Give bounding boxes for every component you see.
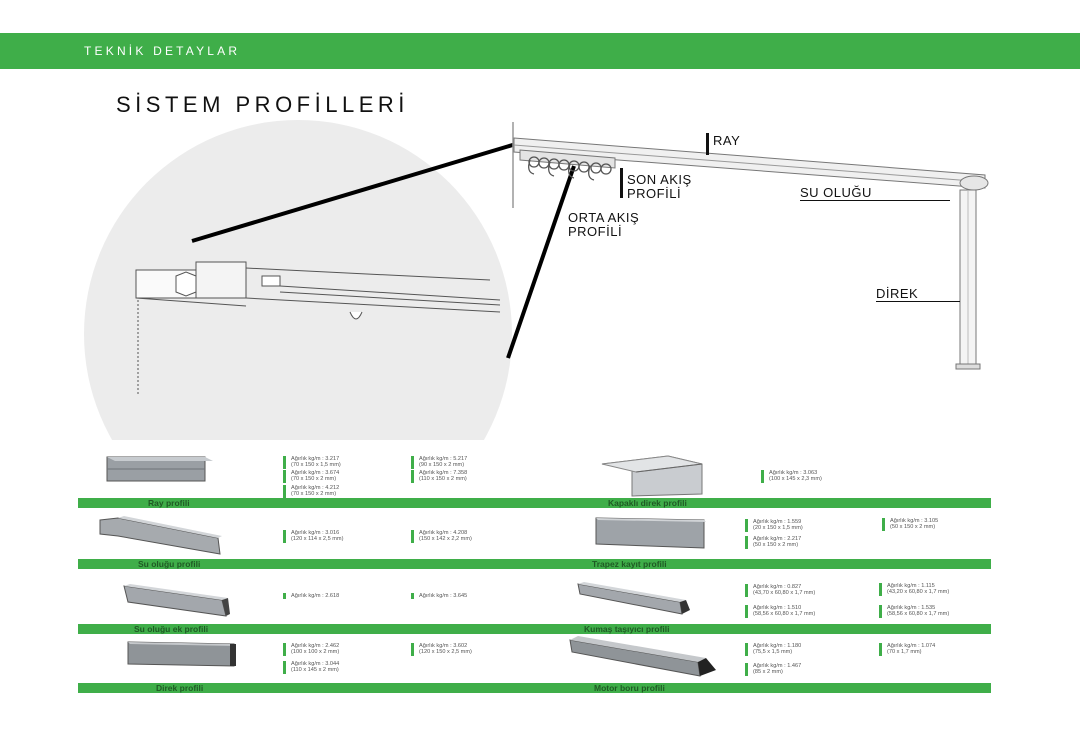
callout-orta-akis-line1: ORTA AKIŞ: [568, 210, 640, 225]
label-kapakli-direk: Kapaklı direk profili: [608, 498, 687, 508]
spec-kapakli-1: Ağırlık kg/m : 3.063(100 x 145 x 2,3 mm): [761, 470, 822, 483]
spec-kumas-3: Ağırlık kg/m : 1.510(58,56 x 60,80 x 1,7…: [745, 605, 815, 618]
band-row-4: Direk profili Motor boru profili: [78, 683, 991, 693]
son-akis-marker: [620, 168, 623, 198]
spec-trapez-3: Ağırlık kg/m : 2.217(50 x 150 x 2 mm): [745, 536, 801, 549]
spec-ray-5: Ağırlık kg/m : 4.212(70 x 150 x 2 mm): [283, 485, 339, 498]
spec-ray-2: Ağırlık kg/m : 5.217(90 x 150 x 2 mm): [411, 456, 467, 469]
direk-profili-image: [127, 641, 236, 667]
header-title: TEKNİK DETAYLAR: [84, 44, 241, 58]
spec-motor-2: Ağırlık kg/m : 1.074(70 x 1,7 mm): [879, 643, 935, 656]
spec-motor-3: Ağırlık kg/m : 1.467(85 x 2 mm): [745, 663, 801, 676]
detail-rail-drawing: [135, 261, 501, 395]
label-motor-boru: Motor boru profili: [594, 683, 665, 693]
fabric-rollers: [528, 156, 612, 181]
trapez-kayit-image: [595, 517, 706, 549]
spec-ray-1: Ağırlık kg/m : 3.217(70 x 150 x 1,5 mm): [283, 456, 341, 469]
zoom-line-upper: [191, 139, 527, 243]
band-row-3: Su oluğu ek profili Kumaş taşıyıcı profi…: [78, 624, 991, 634]
label-su-olugu: Su oluğu profili: [138, 559, 201, 569]
label-su-olugu-ek: Su oluğu ek profili: [134, 624, 209, 634]
system-diagram: [84, 120, 989, 440]
callout-son-akis-line2: PROFİLİ: [627, 186, 682, 201]
rail-profile: [513, 137, 986, 189]
gutter-end: [959, 175, 989, 191]
spec-ray-4: Ağırlık kg/m : 7.358(110 x 150 x 2 mm): [411, 470, 467, 483]
callout-su-olugu: SU OLUĞU: [800, 185, 950, 201]
header-bar: TEKNİK DETAYLAR: [0, 33, 1080, 69]
label-trapez-kayit: Trapez kayıt profili: [592, 559, 667, 569]
spec-trapez-2: Ağırlık kg/m : 3.105(50 x 150 x 2 mm): [882, 518, 938, 531]
spec-su-olugu-ek-2: Ağırlık kg/m : 3.645: [411, 593, 467, 600]
label-kumas-tasiyici: Kumaş taşıyıcı profili: [584, 624, 670, 634]
post-profile: [955, 189, 981, 370]
spec-direk-2: Ağırlık kg/m : 3.602(120 x 150 x 2,5 mm): [411, 643, 472, 656]
spec-kumas-2: Ağırlık kg/m : 1.115(43,20 x 60,80 x 1,7…: [879, 583, 949, 596]
ray-marker: [706, 133, 709, 155]
detail-zoom-circle: [84, 120, 512, 440]
band-row-1: Ray profili Kapaklı direk profili: [78, 498, 991, 508]
callout-direk: DİREK: [876, 286, 960, 302]
callout-orta-akis-line2: PROFİLİ: [568, 224, 623, 239]
motor-boru-image: [569, 636, 716, 677]
spec-su-olugu-2: Ağırlık kg/m : 4.208(150 x 142 x 2,2 mm): [411, 530, 472, 543]
kapakli-direk-image: [601, 455, 703, 497]
page-title: SİSTEM PROFİLLERİ: [116, 92, 409, 117]
band-row-2: Su oluğu profili Trapez kayıt profili: [78, 559, 991, 569]
su-olugu-ek-image: [123, 584, 230, 617]
label-ray-profili: Ray profili: [148, 498, 190, 508]
spec-direk-3: Ağırlık kg/m : 3.044(110 x 145 x 2 mm): [283, 661, 339, 674]
ray-profile-image: [106, 456, 213, 482]
spec-kumas-1: Ağırlık kg/m : 0.827(43,70 x 60,80 x 1,7…: [745, 584, 815, 597]
spec-direk-1: Ağırlık kg/m : 2.462(100 x 100 x 2 mm): [283, 643, 339, 656]
zoom-line-lower: [506, 165, 576, 359]
spec-su-olugu-1: Ağırlık kg/m : 3.016(120 x 114 x 2,5 mm): [283, 530, 343, 543]
spec-su-olugu-ek-1: Ağırlık kg/m : 2.618: [283, 593, 339, 600]
spec-motor-1: Ağırlık kg/m : 1.180(75,5 x 1,5 mm): [745, 643, 801, 656]
spec-kumas-4: Ağırlık kg/m : 1.535(58,56 x 60,80 x 1,7…: [879, 605, 949, 618]
kumas-tasiyici-image: [577, 582, 690, 615]
spec-trapez-1: Ağırlık kg/m : 1.559(20 x 150 x 1,5 mm): [745, 519, 803, 532]
label-direk-profili: Direk profili: [156, 683, 204, 693]
callout-ray: RAY: [713, 133, 741, 148]
spec-ray-3: Ağırlık kg/m : 3.674(70 x 150 x 2 mm): [283, 470, 339, 483]
su-olugu-image: [99, 516, 222, 555]
callout-son-akis-line1: SON AKIŞ: [627, 172, 692, 187]
